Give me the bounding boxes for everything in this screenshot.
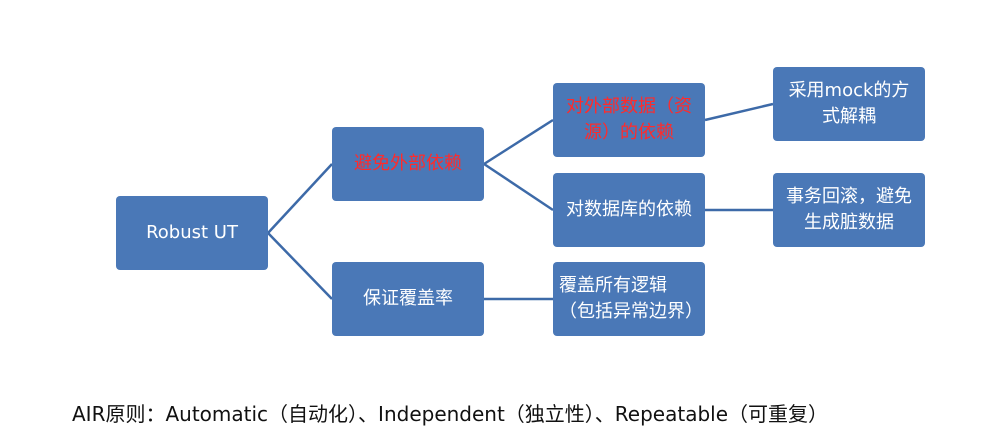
connector-root-cover [267,232,333,300]
node-database-dependency: 对数据库的依赖 [553,173,705,247]
connector-root-avoid [267,163,333,234]
node-cover-all-logic-label: 覆盖所有逻辑 （包括异常边界） [559,275,703,322]
node-external-data-dependency: 对外部数据（资 源）的依赖 [553,83,705,157]
node-avoid-external-dependency: 避免外部依赖 [332,127,484,201]
node-avoid-external-dependency-label: 避免外部依赖 [354,153,462,174]
node-transaction-rollback-label: 事务回滚，避免 生成脏数据 [786,186,912,233]
node-robust-ut: Robust UT [116,196,268,270]
node-database-dependency-label: 对数据库的依赖 [566,199,692,220]
node-transaction-rollback: 事务回滚，避免 生成脏数据 [773,173,925,247]
node-mock-decoupling: 采用mock的方 式解耦 [773,67,925,141]
connector-avoid-ext [483,118,554,166]
node-robust-ut-label: Robust UT [146,222,238,243]
node-ensure-coverage-label: 保证覆盖率 [363,288,453,309]
node-mock-decoupling-label: 采用mock的方 式解耦 [788,80,910,127]
connector-ext-mock [704,102,774,122]
node-cover-all-logic: 覆盖所有逻辑 （包括异常边界） [553,262,705,336]
node-external-data-dependency-label: 对外部数据（资 源）的依赖 [566,96,692,143]
connector-avoid-db [483,162,554,212]
node-ensure-coverage: 保证覆盖率 [332,262,484,336]
air-principle-caption: AIR原则：Automatic（自动化）、Independent（独立性）、Re… [72,402,829,426]
